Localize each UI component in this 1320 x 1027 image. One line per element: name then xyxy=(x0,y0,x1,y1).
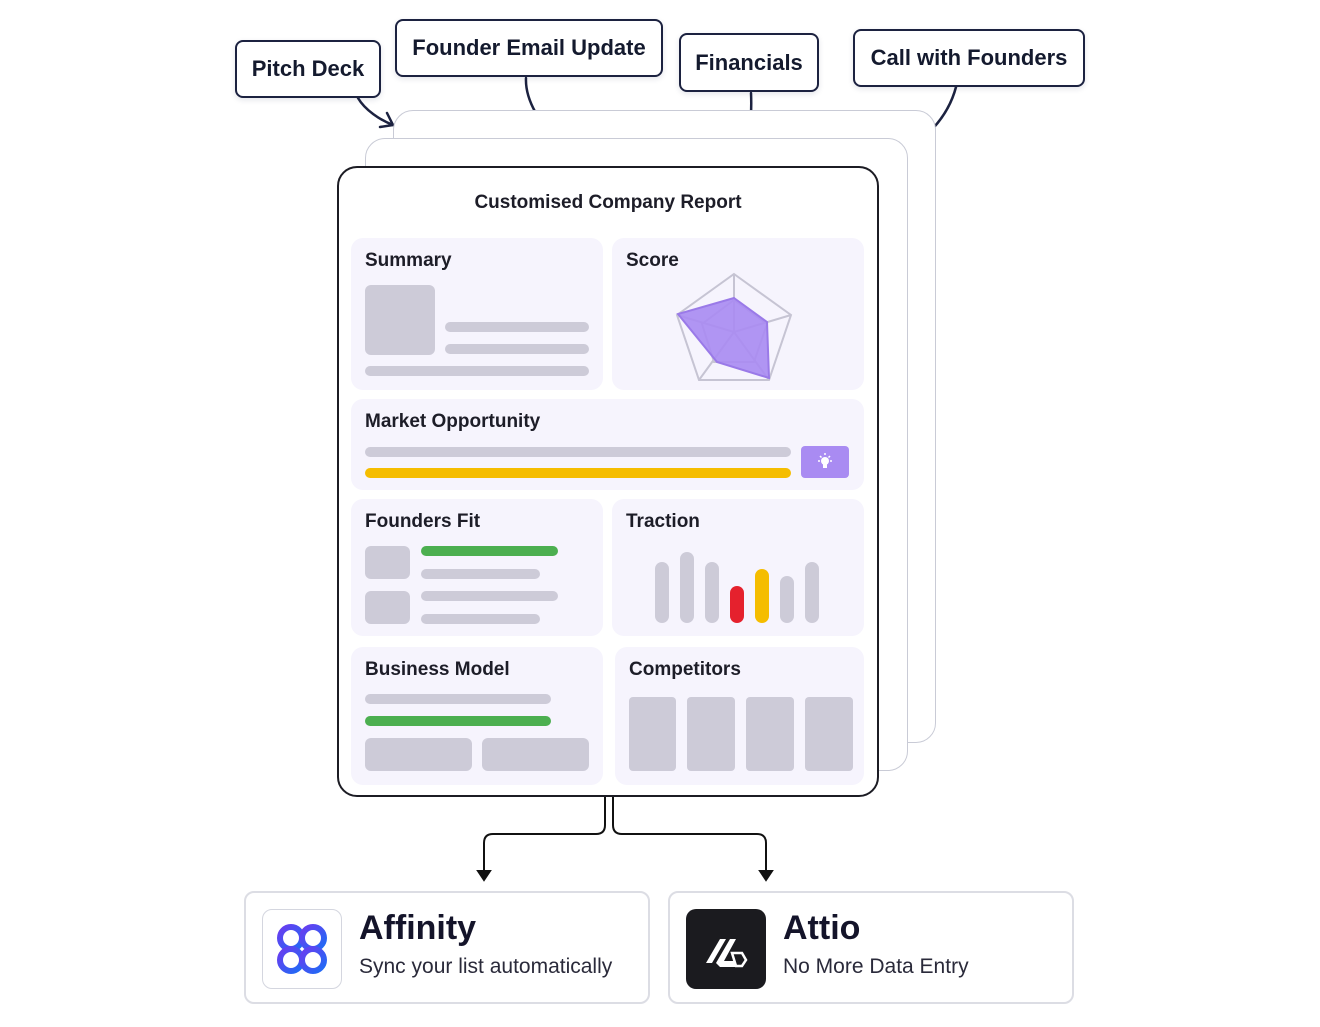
affinity-name: Affinity xyxy=(359,909,477,947)
traction-bar xyxy=(705,562,719,623)
score-panel: Score xyxy=(612,238,864,390)
founders-fit-title: Founders Fit xyxy=(365,511,481,532)
affinity-integration-card[interactable]: Affinity Sync your list automatically xyxy=(244,891,650,1004)
source-label: Pitch Deck xyxy=(251,56,365,81)
score-title: Score xyxy=(626,250,679,271)
source-call-with-founders: Call with Founders xyxy=(853,29,1085,87)
market-line xyxy=(365,447,791,457)
report-title: Customised Company Report xyxy=(474,192,742,213)
competitors-title: Competitors xyxy=(629,659,741,680)
source-label: Call with Founders xyxy=(870,45,1068,70)
attio-logo-icon xyxy=(686,909,766,989)
attio-logo-shape xyxy=(706,939,748,968)
founder-avatar-placeholder xyxy=(365,546,410,579)
traction-bar xyxy=(680,552,694,623)
arrow-pitch-deck xyxy=(356,96,395,127)
arrow-to-attio xyxy=(612,797,767,872)
attio-integration-card[interactable]: Attio No More Data Entry xyxy=(668,891,1074,1004)
attio-name: Attio xyxy=(783,909,861,947)
competitor-card xyxy=(629,697,676,771)
source-founder-email-update: Founder Email Update xyxy=(395,19,663,77)
summary-line xyxy=(445,344,589,354)
summary-line xyxy=(365,366,589,376)
traction-panel: Traction xyxy=(612,499,864,636)
source-label: Founder Email Update xyxy=(412,35,646,60)
business-block xyxy=(365,738,472,771)
founder-line xyxy=(421,569,540,579)
radar-chart-icon xyxy=(675,272,793,381)
affinity-logo-shape xyxy=(277,924,327,974)
traction-bar xyxy=(730,586,744,623)
traction-bar xyxy=(780,576,794,623)
lightbulb-button xyxy=(801,446,849,478)
market-highlight-bar xyxy=(365,468,791,478)
summary-panel: Summary xyxy=(351,238,603,390)
market-opportunity-title: Market Opportunity xyxy=(365,411,541,432)
founder-line xyxy=(421,614,540,624)
market-opportunity-panel: Market Opportunity xyxy=(351,399,864,490)
traction-bar xyxy=(755,569,769,623)
company-report-card: Customised Company Report Summary Score … xyxy=(337,166,879,797)
lightbulb-icon xyxy=(818,453,832,468)
business-model-title: Business Model xyxy=(365,659,510,680)
summary-image-placeholder xyxy=(365,285,435,355)
business-highlight-bar xyxy=(365,716,551,726)
founder-avatar-placeholder xyxy=(365,591,410,624)
business-block xyxy=(482,738,589,771)
traction-title: Traction xyxy=(626,511,700,532)
business-line xyxy=(365,694,551,704)
attio-description: No More Data Entry xyxy=(783,955,969,978)
source-label: Financials xyxy=(695,49,803,75)
competitor-card xyxy=(805,697,853,771)
source-financials: Financials xyxy=(679,33,819,92)
affinity-description: Sync your list automatically xyxy=(359,955,613,978)
affinity-logo-icon xyxy=(262,909,342,989)
business-model-panel: Business Model xyxy=(351,647,603,785)
competitor-card xyxy=(746,697,794,771)
arrow-to-affinity xyxy=(483,797,606,872)
founder-fit-bar xyxy=(421,546,558,556)
competitor-card xyxy=(687,697,735,771)
summary-title: Summary xyxy=(365,250,452,271)
founder-line xyxy=(421,591,558,601)
summary-line xyxy=(445,322,589,332)
competitors-panel: Competitors xyxy=(615,647,864,785)
traction-bar xyxy=(655,562,669,623)
founders-fit-panel: Founders Fit xyxy=(351,499,603,636)
source-pitch-deck: Pitch Deck xyxy=(235,40,381,98)
traction-bar xyxy=(805,562,819,623)
